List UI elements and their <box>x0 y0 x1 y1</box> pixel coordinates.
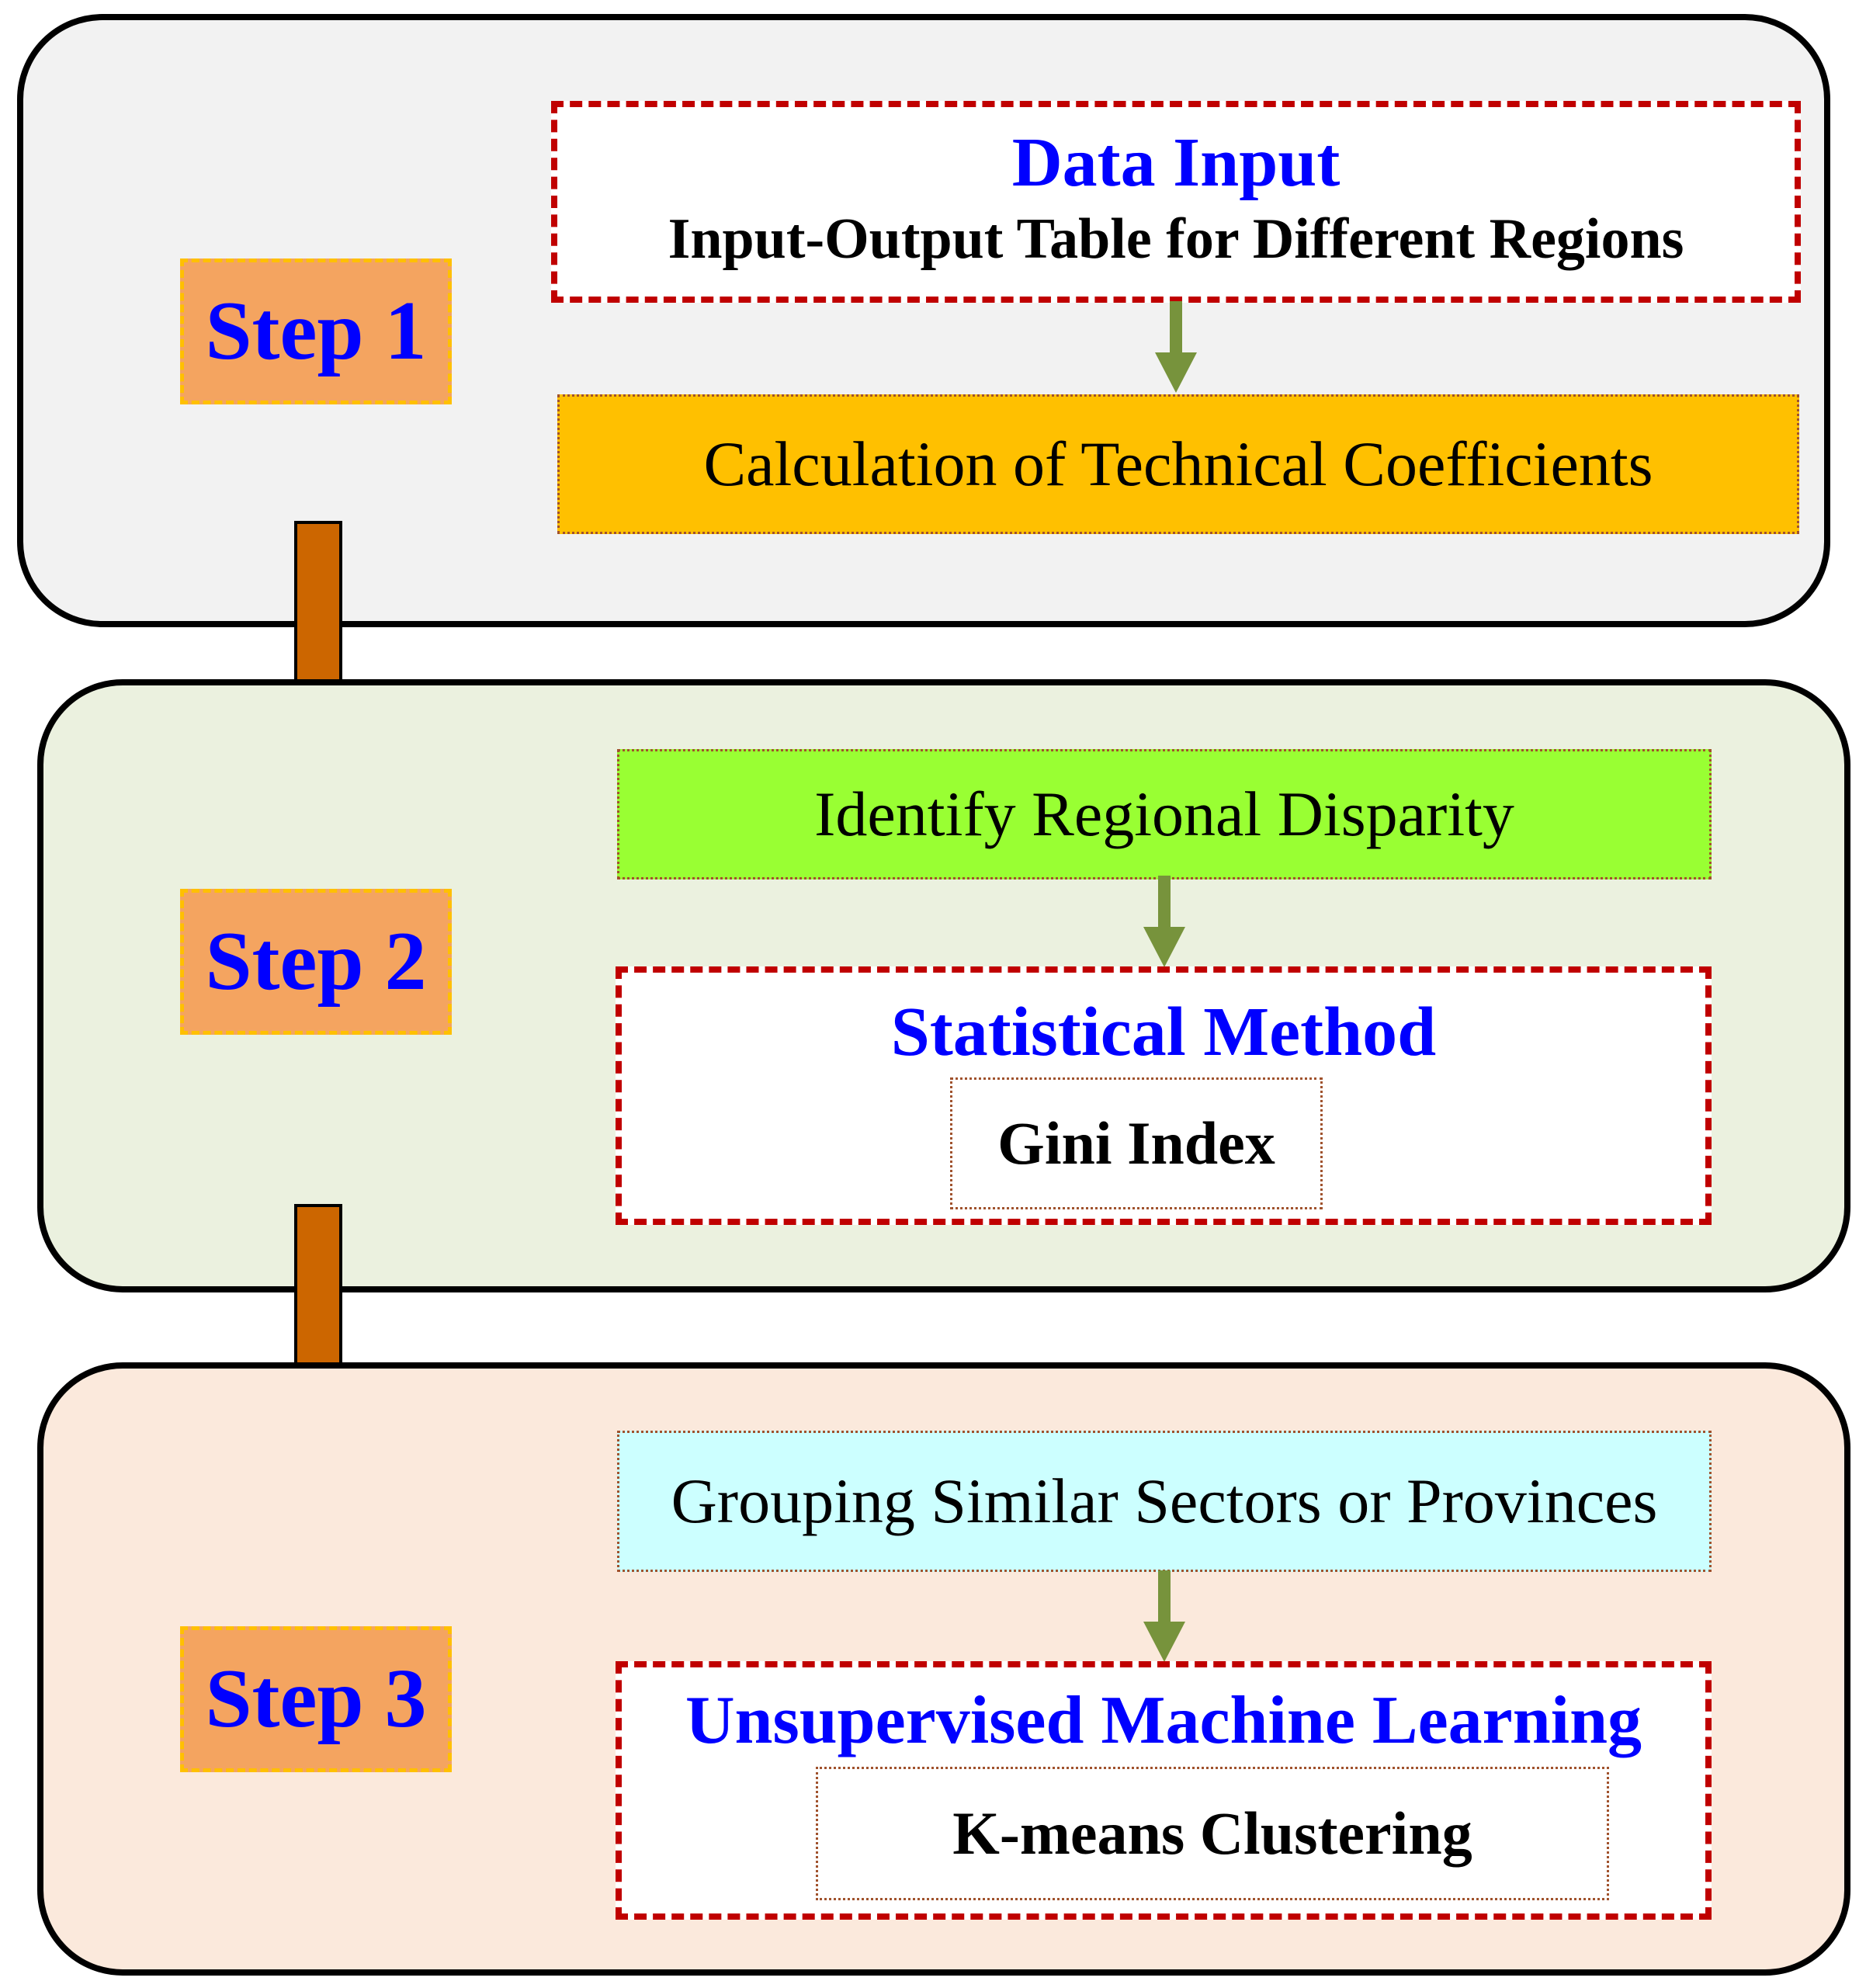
machine-learning-box: Unsupervised Machine Learning K-means Cl… <box>616 1661 1712 1920</box>
technical-coefficients-box: Calculation of Technical Coefficients <box>557 394 1799 534</box>
data-input-title: Data Input <box>1011 124 1341 201</box>
k-means-clustering-box: K-means Clustering <box>816 1767 1609 1900</box>
step-2-label: Step 2 <box>180 889 452 1035</box>
statistical-method-title: Statistical Method <box>890 994 1437 1070</box>
arrow-down-icon <box>1143 876 1185 967</box>
machine-learning-title: Unsupervised Machine Learning <box>685 1683 1642 1758</box>
data-input-box: Data Input Input-Output Table for Differ… <box>551 101 1801 303</box>
arrow-down-icon <box>1155 301 1197 393</box>
data-input-subtitle: Input-Output Table for Different Regions <box>668 207 1684 271</box>
gini-index-box: Gini Index <box>950 1077 1323 1209</box>
grouping-sectors-box: Grouping Similar Sectors or Provinces <box>617 1431 1712 1572</box>
arrow-down-icon <box>1143 1570 1185 1662</box>
step-1-label: Step 1 <box>180 258 452 404</box>
statistical-method-box: Statistical Method Gini Index <box>616 966 1712 1225</box>
regional-disparity-box: Identify Regional Disparity <box>617 749 1712 880</box>
step-3-label: Step 3 <box>180 1626 452 1772</box>
